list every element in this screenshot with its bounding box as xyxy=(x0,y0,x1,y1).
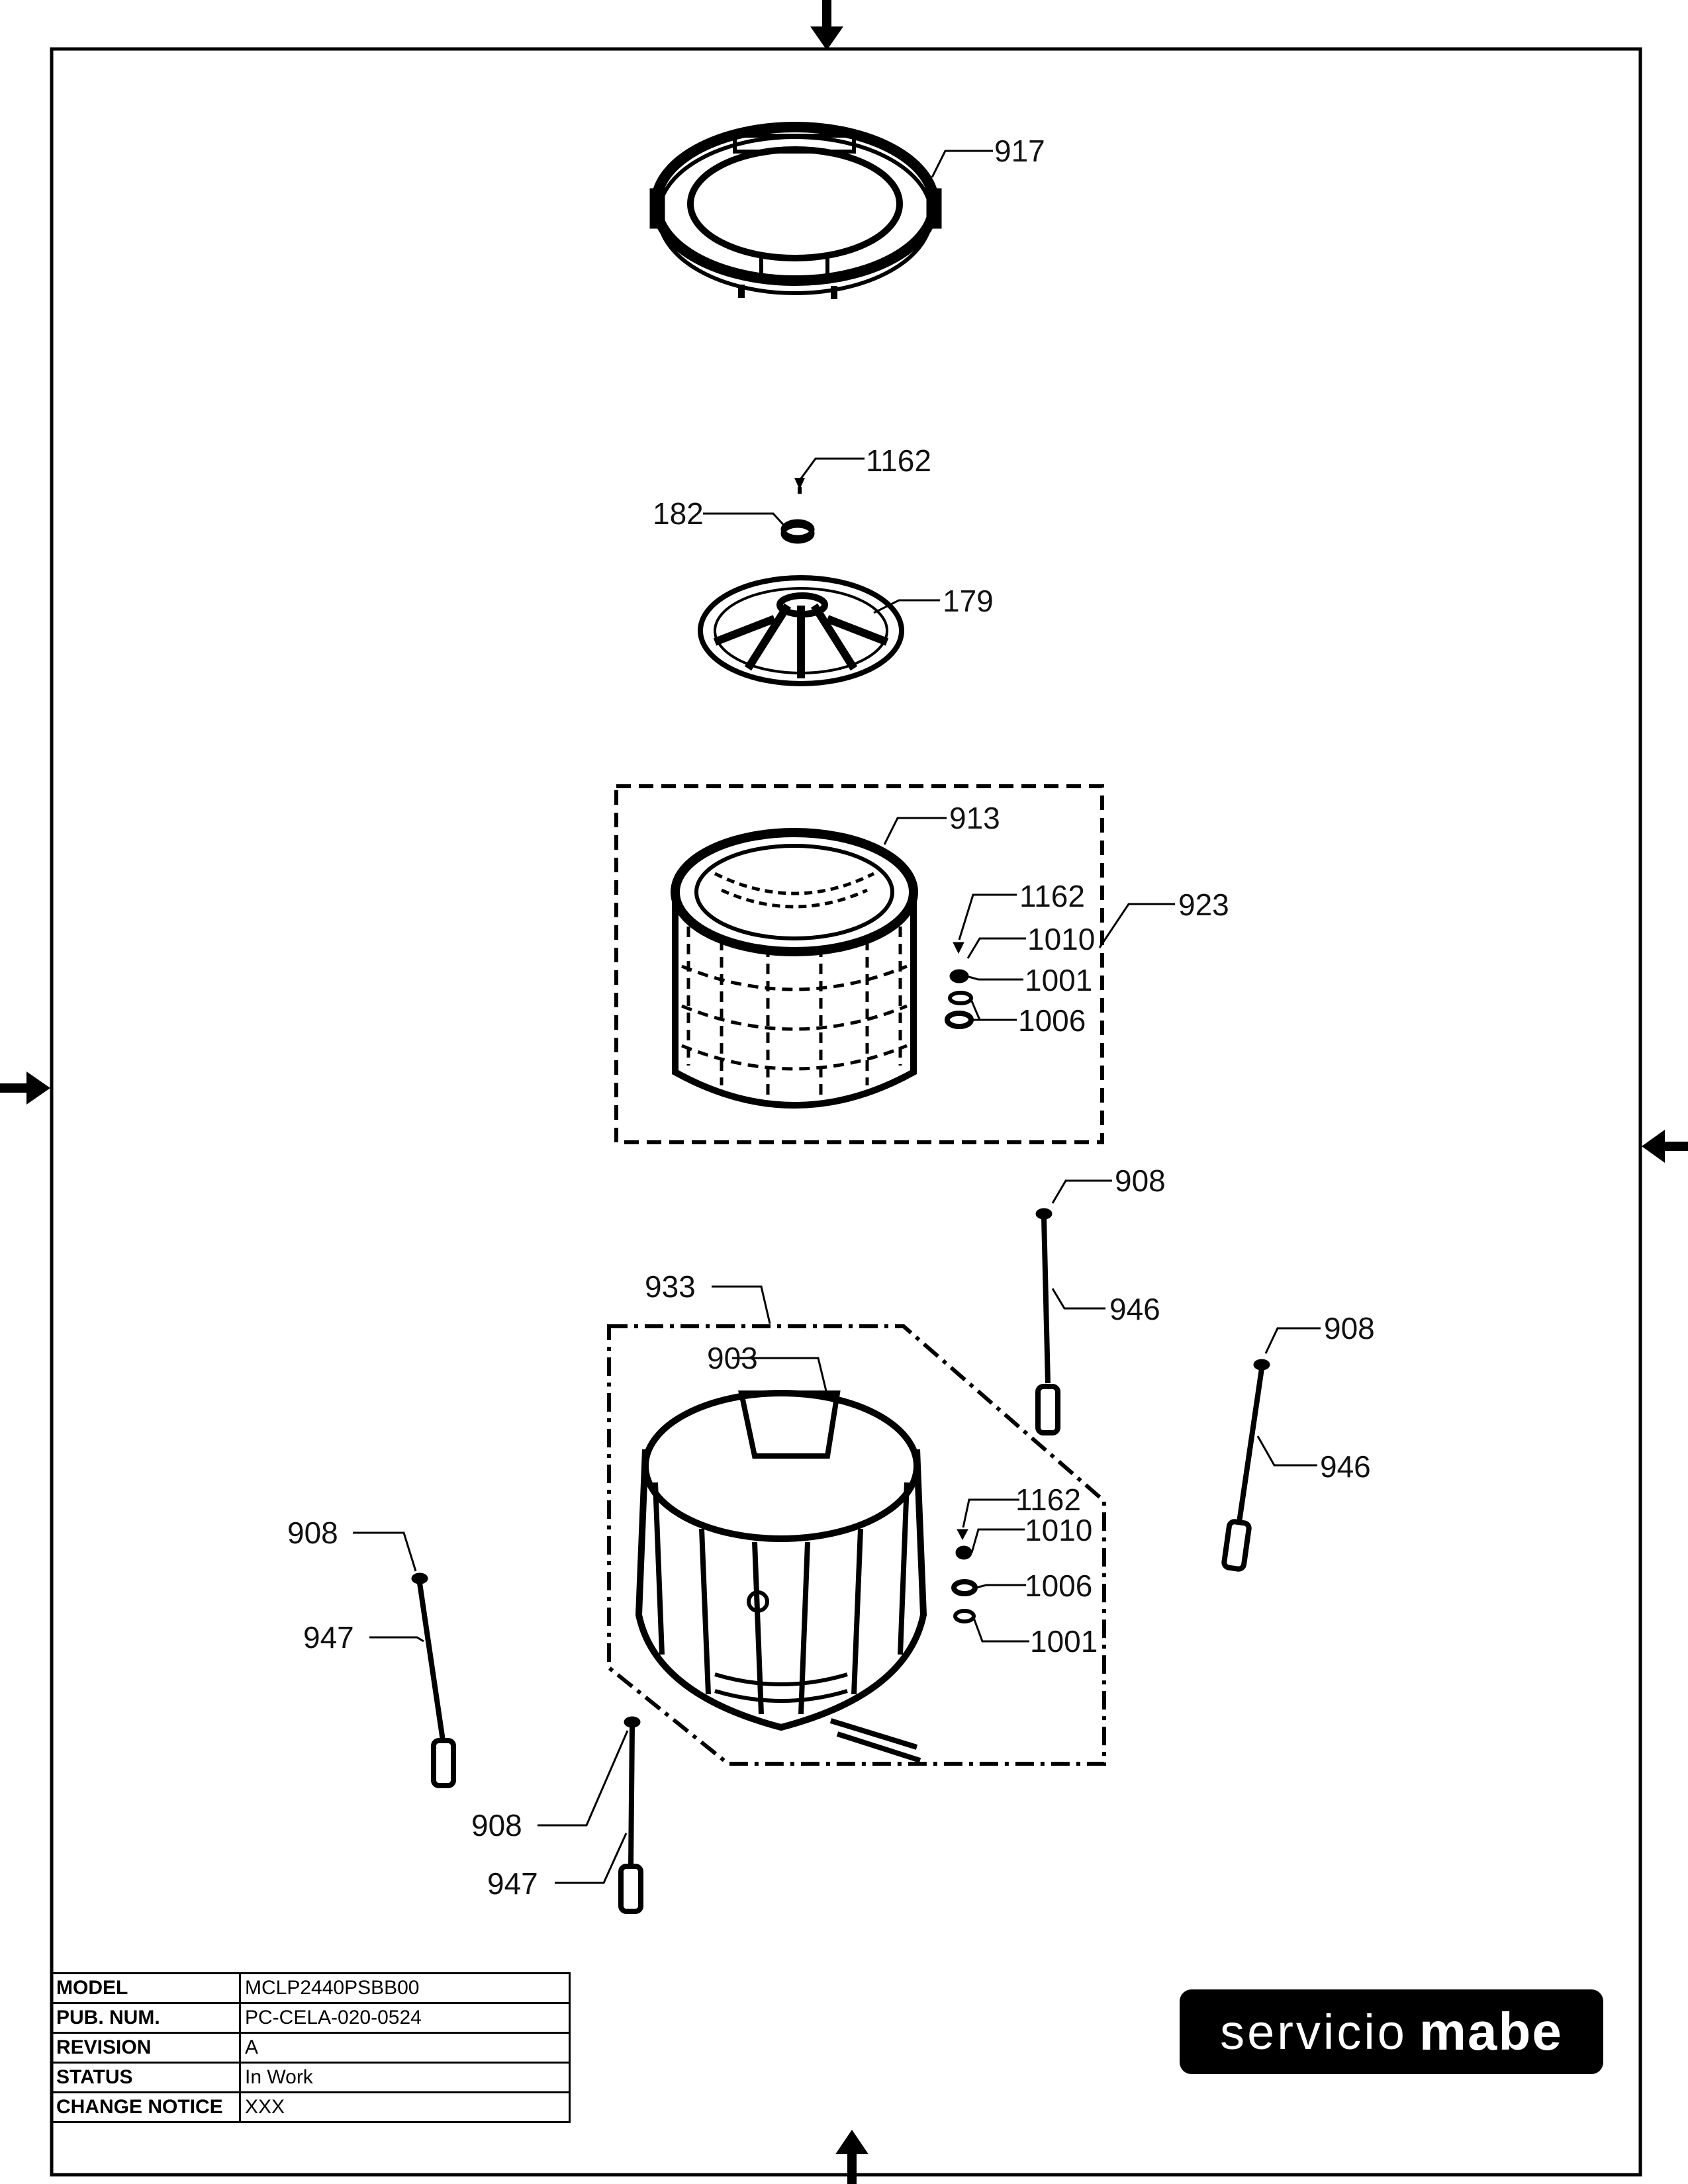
part-947-suspension-rod-1 xyxy=(411,1572,456,1788)
title-block-label: STATUS xyxy=(50,2062,241,2093)
title-block-row: STATUS In Work xyxy=(50,2062,571,2093)
callout-933: 933 xyxy=(645,1269,696,1304)
callout-1010: 1010 xyxy=(1025,1513,1092,1547)
hardware-group-b xyxy=(951,1529,978,1623)
title-block-row: REVISION A xyxy=(50,2032,571,2064)
title-block-value: MCLP2440PSBB00 xyxy=(239,1972,571,2004)
callout-1001: 1001 xyxy=(1025,963,1092,997)
callout-1006: 1006 xyxy=(1025,1569,1092,1603)
part-946-suspension-rod-2 xyxy=(1221,1359,1270,1572)
callout-179: 179 xyxy=(943,584,994,618)
callout-947: 947 xyxy=(487,1866,538,1901)
part-1162-screw xyxy=(794,478,805,494)
servicio-mabe-logo: servicio mabe xyxy=(1180,1989,1603,2074)
title-block-value: PC-CELA-020-0524 xyxy=(239,2002,571,2034)
callout-182: 182 xyxy=(653,496,704,531)
drawing-frame xyxy=(50,47,1642,2177)
hardware-group-a xyxy=(945,942,974,1029)
callout-903: 903 xyxy=(707,1341,758,1375)
callout-908: 908 xyxy=(287,1516,338,1550)
logo-word-servicio: servicio xyxy=(1220,2004,1407,2060)
leader-lines xyxy=(353,150,1321,1884)
assembly-933-boundary xyxy=(607,1324,1106,1766)
callout-1162: 1162 xyxy=(866,443,931,478)
title-block-row: MODEL MCLP2440PSBB00 xyxy=(50,1972,571,2004)
title-block-value: In Work xyxy=(239,2062,571,2093)
callout-908: 908 xyxy=(1115,1163,1166,1198)
part-903-outer-tub xyxy=(635,1390,927,1763)
part-947-suspension-rod-2 xyxy=(618,1716,643,1914)
part-917-tub-cover-ring xyxy=(649,122,942,299)
callout-1162: 1162 xyxy=(1019,879,1085,913)
title-block-label: MODEL xyxy=(50,1972,241,2004)
part-179-impeller xyxy=(698,575,904,686)
assembly-923-boundary xyxy=(614,784,1104,1144)
callout-917: 917 xyxy=(994,134,1045,168)
callout-908: 908 xyxy=(471,1808,522,1843)
callout-1010: 1010 xyxy=(1027,922,1095,956)
callout-908: 908 xyxy=(1324,1311,1375,1345)
callout-946: 946 xyxy=(1320,1449,1371,1484)
callout-913: 913 xyxy=(949,801,1000,835)
title-block-row: PUB. NUM. PC-CELA-020-0524 xyxy=(50,2002,571,2034)
title-block-row: CHANGE NOTICE XXX xyxy=(50,2091,571,2123)
callout-1001: 1001 xyxy=(1030,1624,1098,1659)
part-913-wash-basket xyxy=(671,828,918,1109)
title-block-value: XXX xyxy=(239,2091,571,2123)
part-946-suspension-rod-1 xyxy=(1035,1208,1060,1435)
title-block-label: CHANGE NOTICE xyxy=(50,2091,241,2123)
title-block-label: REVISION xyxy=(50,2032,241,2064)
logo-word-mabe: mabe xyxy=(1419,2002,1563,2061)
callout-1006: 1006 xyxy=(1018,1003,1086,1038)
callout-947: 947 xyxy=(303,1620,354,1655)
callout-923: 923 xyxy=(1178,887,1229,922)
title-block-value: A xyxy=(239,2032,571,2064)
callout-946: 946 xyxy=(1109,1292,1160,1326)
part-182-nut xyxy=(780,519,815,544)
callout-1162: 1162 xyxy=(1015,1482,1081,1517)
title-block: MODEL MCLP2440PSBB00 PUB. NUM. PC-CELA-0… xyxy=(50,1972,571,2123)
title-block-label: PUB. NUM. xyxy=(50,2002,241,2034)
